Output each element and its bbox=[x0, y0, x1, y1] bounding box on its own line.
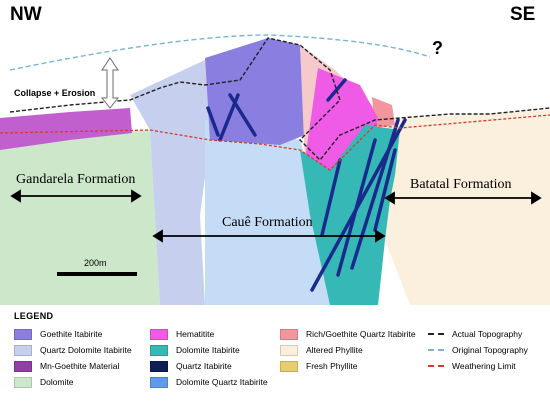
legend-item: Mn-Goethite Material bbox=[14, 359, 119, 373]
cross-section-svg bbox=[0, 34, 550, 305]
legend-item: Fresh Phyllite bbox=[280, 359, 358, 373]
legend-item: Hematitite bbox=[150, 327, 214, 341]
legend-item-label: Weathering Limit bbox=[452, 361, 516, 371]
geological-cross-section: NW SE ? Collapse + Erosion Gandarela For… bbox=[0, 4, 550, 305]
legend-item: Dolomite Quartz Itabirite bbox=[150, 375, 268, 389]
legend-item: Weathering Limit bbox=[428, 359, 516, 373]
legend-item-label: Mn-Goethite Material bbox=[40, 361, 120, 371]
scale-bar bbox=[57, 272, 137, 276]
scale-label: 200m bbox=[84, 258, 107, 268]
collapse-erosion-label: Collapse + Erosion bbox=[14, 88, 96, 98]
altered-phyllite-unit bbox=[370, 110, 550, 305]
dolomite-unit bbox=[0, 130, 160, 305]
se-label: SE bbox=[510, 4, 536, 25]
legend-line-swatch bbox=[428, 349, 444, 351]
legend-item-label: Original Topography bbox=[452, 345, 528, 355]
original-topography-line bbox=[9, 34, 431, 71]
legend-color-swatch bbox=[150, 344, 168, 356]
legend-item-label: Goethite Itabirite bbox=[40, 329, 103, 339]
legend-color-swatch bbox=[280, 360, 298, 372]
legend-title: LEGEND bbox=[14, 311, 54, 321]
nw-label: NW bbox=[10, 4, 42, 25]
legend-line-swatch bbox=[428, 365, 444, 367]
mn-goethite-unit bbox=[0, 108, 132, 150]
legend-item-label: Hematitite bbox=[176, 329, 215, 339]
legend-item: Actual Topography bbox=[428, 327, 522, 341]
rich-goethite-quartz-itabirite-zone bbox=[372, 97, 395, 128]
weathering-limit-line bbox=[0, 114, 550, 171]
legend-color-swatch bbox=[150, 376, 168, 388]
legend-item-label: Fresh Phyllite bbox=[306, 361, 358, 371]
legend-item: Quartz Itabirite bbox=[150, 359, 232, 373]
quartz-itabirite-dikes bbox=[206, 78, 407, 292]
legend-item: Dolomite Itabirite bbox=[150, 343, 240, 357]
gandarela-formation-label: Gandarela Formation bbox=[16, 172, 136, 187]
legend-item-label: Altered Phyllite bbox=[306, 345, 363, 355]
goethite-itabirite-unit bbox=[205, 38, 305, 145]
legend-color-swatch bbox=[14, 360, 32, 372]
legend-item-label: Quartz Dolomite Itabirite bbox=[40, 345, 132, 355]
caue-formation-label: Cauê Formation bbox=[222, 215, 313, 230]
legend-color-swatch bbox=[14, 344, 32, 356]
legend-color-swatch bbox=[280, 328, 298, 340]
legend-color-swatch bbox=[14, 328, 32, 340]
legend-item: Original Topography bbox=[428, 343, 528, 357]
legend-color-swatch bbox=[150, 328, 168, 340]
formation-arrows bbox=[10, 189, 542, 243]
dolomite-itabirite-unit bbox=[300, 125, 400, 305]
legend-item: Goethite Itabirite bbox=[14, 327, 102, 341]
legend-item-label: Rich/Goethite Quartz Itabirite bbox=[306, 329, 416, 339]
legend-item-label: Quartz Itabirite bbox=[176, 361, 232, 371]
legend-item-label: Dolomite Itabirite bbox=[176, 345, 240, 355]
legend-color-swatch bbox=[14, 376, 32, 388]
legend-color-swatch bbox=[150, 360, 168, 372]
quartz-dolomite-itabirite-unit bbox=[130, 60, 210, 305]
legend-item: Quartz Dolomite Itabirite bbox=[14, 343, 132, 357]
batatal-formation-label: Batatal Formation bbox=[410, 177, 512, 192]
question-mark: ? bbox=[432, 38, 443, 58]
legend-item-label: Dolomite bbox=[40, 377, 74, 387]
legend-line-swatch bbox=[428, 333, 444, 335]
legend-item: Altered Phyllite bbox=[280, 343, 363, 357]
collapse-arrow bbox=[100, 57, 120, 109]
legend-item: Dolomite bbox=[14, 375, 74, 389]
legend-item-label: Actual Topography bbox=[452, 329, 523, 339]
actual-topography-line bbox=[9, 37, 550, 162]
legend-color-swatch bbox=[280, 344, 298, 356]
legend-item-label: Dolomite Quartz Itabirite bbox=[176, 377, 268, 387]
legend-item: Rich/Goethite Quartz Itabirite bbox=[280, 327, 416, 341]
